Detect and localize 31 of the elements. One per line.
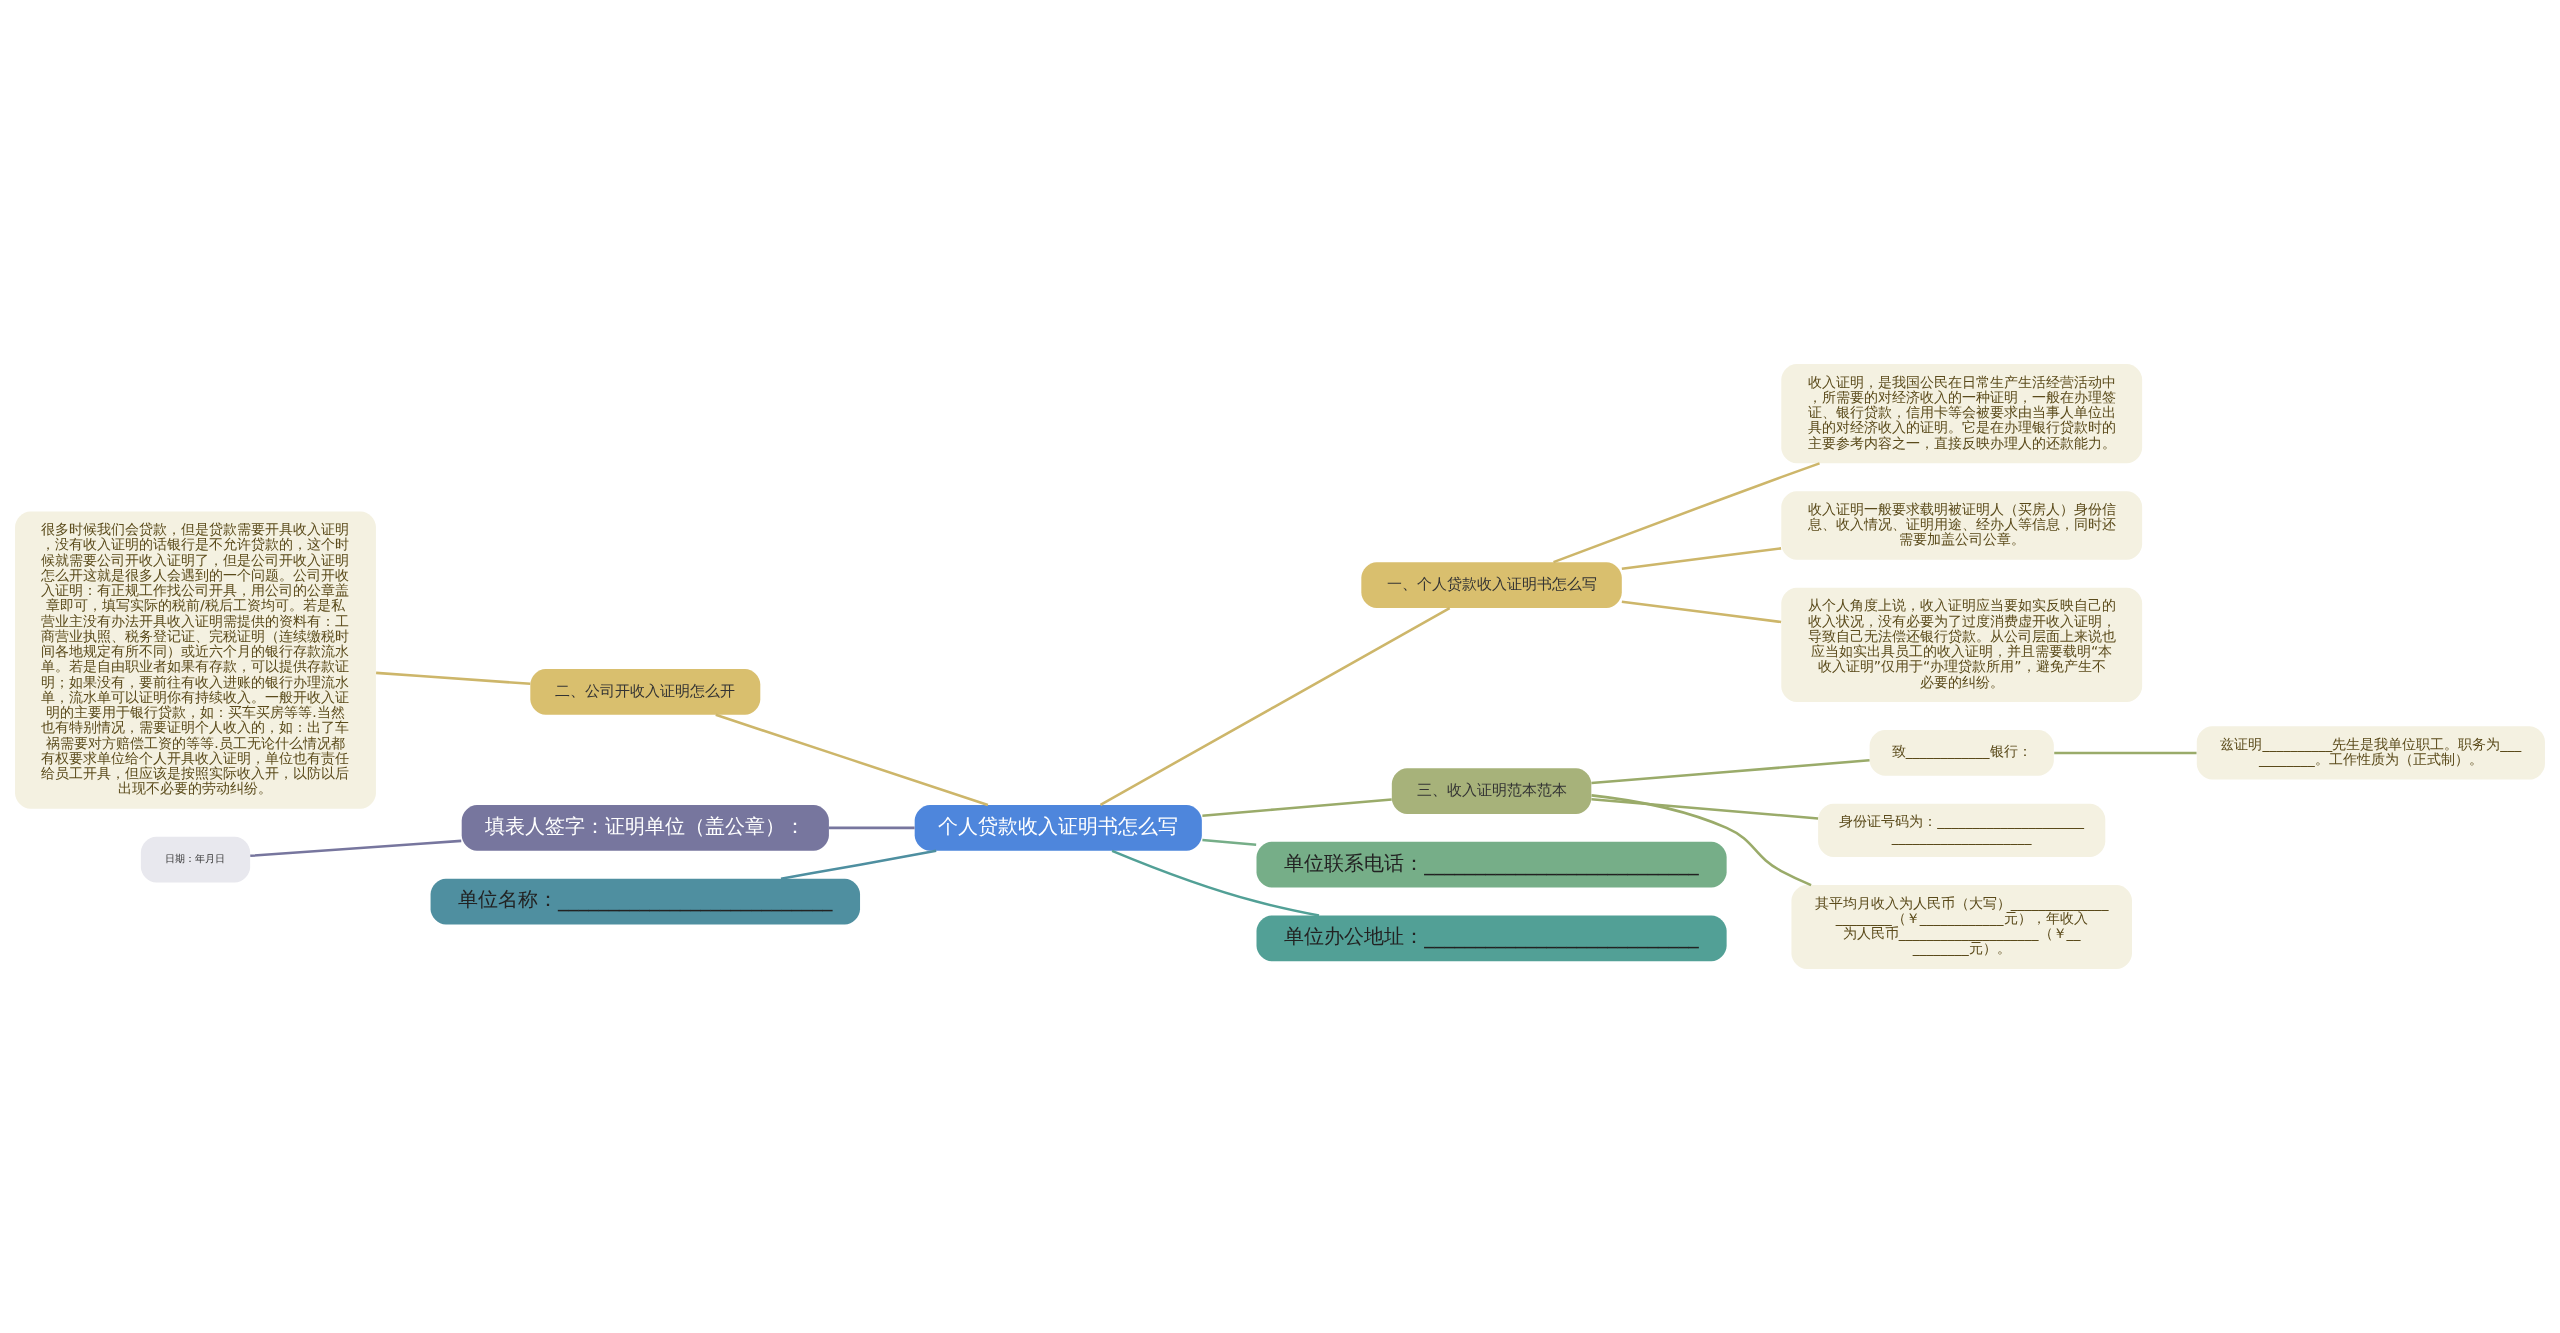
node-box: 单位联系电话：___________________________	[1256, 841, 1727, 888]
node-box: 从个人角度上说，收入证明应当要如实反映自己的收入状况，没有必要为了过度消费虚开收入证明，导致自己无法偿还银行贷款。从公司层面上来说也应当如实出具员工的收入证明，并且需要载明“本收入证明”仅用于“办理贷款所用”，避免产生不必要的纠纷。	[1781, 587, 2143, 703]
connector	[1099, 606, 1451, 806]
node-box: 单位名称：___________________________	[430, 878, 861, 925]
node-box: 三、收入证明范本范本	[1391, 768, 1592, 814]
node-box: 二、公司开收入证明怎么开	[530, 669, 761, 715]
node-box: 兹证明__________先生是我单位职工。职务为___________。工作性质为（正式制）。	[2196, 726, 2545, 780]
connector	[1202, 838, 1257, 846]
node-box: 身份证号码为：_________________________________________	[1818, 803, 2106, 858]
node-box: 收入证明，是我国公民在日常生产生活经营活动中，所需要的对经济收入的一种证明，一般在办理签证、银行贷款，信用卡等会被要求由当事人单位出具的对经济收入的证明。它是在办理银行贷款时的主要参考内容之一，直接反映办理人的还款能力。	[1781, 364, 2143, 464]
connector	[1591, 798, 1819, 820]
node-box: 填表人签字：证明单位（盖公章）：	[461, 805, 829, 851]
node-box: 个人贷款收入证明书怎么写	[914, 805, 1202, 851]
connector	[250, 839, 462, 858]
node-box: 一、个人贷款收入证明书怎么写	[1361, 562, 1622, 609]
connector	[2054, 751, 2197, 755]
connector	[376, 671, 531, 686]
node-box: 致____________银行：	[1869, 730, 2054, 776]
node-box: 很多时候我们会贷款，但是贷款需要开具收入证明，没有收入证明的话银行是不允许贷款的，这个时候就需要公司开收入证明了，但是公司开收入证明怎么开这就是很多人会遇到的一个问题。公司开收入证明：有正规工作找公司开具，用公司的公章盖章即可，填写实际的税前/税后工资均可。若是私营业主没有办法开具收入证明需提供的资料有：工商营业执照、税务登记证、完税证明（连续缴税时间各地规定有所不同）或近六个月的银行存款流水单。若是自由职业者如果有存款，可以提供存款证明；如果没有，要前往有收入进账的银行办理流水单，流水单可以证明你有持续收入。一般开收入证明的主要用于银行贷款，如：买车买房等等.当然也有特别情况，需要证明个人收入的，如：出了车祸需要对方赔偿工资的等等.员工无论什么情况都有权要求单位给个人开具收入证明，单位也有责任给员工开具，但应该是按照实际收入开，以防以后出现不必要的劳动纠纷。	[15, 511, 376, 809]
node-box: 收入证明一般要求载明被证明人（买房人）身份信息、收入情况、证明用途、经办人等信息，同时还需要加盖公司公章。	[1781, 491, 2143, 560]
connector	[1553, 462, 1820, 564]
connector	[1591, 759, 1870, 785]
node-box: 单位办公地址：___________________________	[1256, 915, 1727, 962]
connector	[829, 826, 915, 830]
connector	[1621, 600, 1782, 624]
connector	[715, 713, 989, 807]
connector	[1591, 794, 1812, 887]
node-box: 其平均月收入为人民币（大写）______________________（￥____________元），年收入为人民币____________________（￥__________元）。	[1791, 885, 2132, 969]
node-box: 日期：年月日	[140, 836, 251, 883]
connector	[1621, 547, 1782, 570]
connector	[1202, 798, 1392, 817]
